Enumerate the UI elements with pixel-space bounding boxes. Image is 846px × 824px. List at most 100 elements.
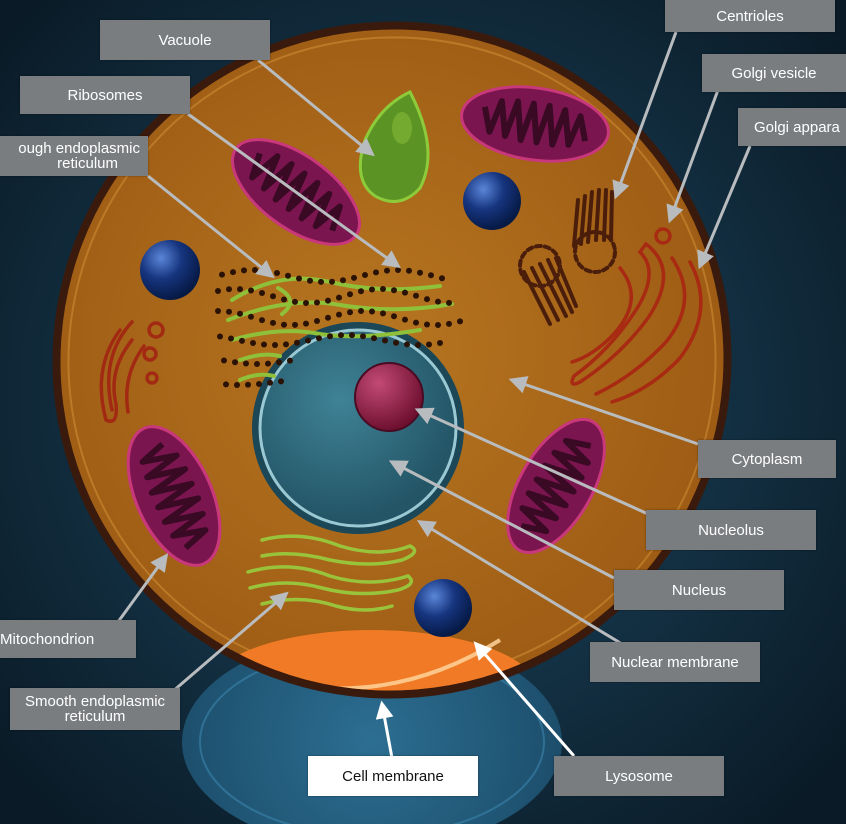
ribosome-dot	[296, 275, 302, 282]
ribosome-dot	[243, 360, 249, 367]
golgi-apparatus	[570, 227, 703, 404]
ribosome-dot	[437, 340, 443, 346]
pointer-ribosomes	[187, 112, 401, 269]
ribosome-dot	[226, 308, 232, 315]
ribosome-dot	[272, 342, 278, 348]
ribosome-dot	[404, 341, 410, 348]
ribosome-dot	[307, 277, 313, 284]
ribosome-dot	[406, 267, 412, 274]
pointer-centrioles	[612, 31, 678, 200]
pointer-rough-er	[147, 174, 275, 279]
label-golgi-apparatus: Golgi appara	[738, 108, 846, 146]
label-smooth-er: Smooth endoplasmic reticulum	[10, 688, 180, 730]
ribosome-dot	[402, 316, 408, 323]
label-golgi-apparatus-text: Golgi appara	[754, 118, 840, 136]
label-nuclear-membrane: Nuclear membrane	[590, 642, 760, 682]
pointer-cell-membrane	[375, 700, 394, 759]
ribosome-dot	[362, 272, 368, 278]
label-mitochondrion: Mitochondrion	[0, 620, 136, 658]
ribosome-dot	[230, 269, 236, 276]
label-cell-membrane: Cell membrane	[308, 756, 478, 796]
ribosome-dot	[428, 272, 434, 279]
ribosome-dot	[267, 379, 273, 386]
label-golgi-vesicle: Golgi vesicle	[702, 54, 846, 92]
ribosome-dot	[215, 288, 221, 294]
ribosome-dot	[351, 274, 357, 281]
ribosome-dot	[380, 310, 386, 317]
ribosome-dot	[234, 382, 240, 388]
label-rough-er: ough endoplasmic reticulum	[0, 136, 148, 176]
ribosome-dot	[292, 321, 298, 328]
ribosome-dot	[413, 319, 419, 326]
ribosome-dot	[435, 298, 441, 305]
lysosome	[414, 579, 472, 637]
ribosome-dot	[336, 311, 342, 318]
ribosome-dot	[276, 359, 282, 366]
ribosome-dot	[259, 317, 265, 324]
nucleolus	[354, 362, 424, 432]
ribosome-dot	[248, 313, 254, 320]
pointer-cytoplasm	[508, 376, 699, 446]
ribosome-dot	[303, 320, 309, 327]
ribosome-dot	[270, 293, 276, 300]
pointer-lines	[116, 31, 752, 694]
label-nuclear-membrane-text: Nuclear membrane	[611, 653, 739, 671]
pointer-nucleolus	[414, 407, 649, 516]
ribosome-dot	[395, 267, 401, 273]
ribosome-dot	[446, 299, 452, 306]
ribosome-dot	[435, 322, 441, 328]
ribosome-dot	[287, 357, 293, 364]
lysosome-vesicle-top	[463, 172, 521, 230]
label-nucleus: Nucleus	[614, 570, 784, 610]
ribosome-dot	[318, 278, 324, 285]
ribosome-dot	[347, 309, 353, 316]
ribosome-dot	[360, 333, 366, 340]
ribosome-dot	[393, 339, 399, 346]
lysosome-vesicle-left	[140, 240, 200, 300]
label-lysosome: Lysosome	[554, 756, 724, 796]
ribosome-dot	[241, 267, 247, 274]
nucleus	[252, 322, 464, 534]
ribosome-dot	[325, 314, 331, 321]
label-ribosomes: Ribosomes	[20, 76, 190, 114]
ribosome-dot	[278, 378, 284, 385]
label-golgi-vesicle-text: Golgi vesicle	[731, 64, 817, 82]
label-vacuole-text: Vacuole	[158, 31, 212, 49]
label-centrioles-text: Centrioles	[716, 7, 784, 25]
ribosome-dot	[228, 335, 234, 342]
label-cell-membrane-text: Cell membrane	[342, 767, 444, 785]
ribosome-dot	[239, 337, 245, 344]
ribosome-dot	[281, 296, 287, 303]
label-smooth-er-line2: reticulum	[64, 708, 126, 725]
pointer-vacuole	[257, 58, 375, 157]
label-vacuole: Vacuole	[100, 20, 270, 60]
ribosome-dot	[424, 296, 430, 303]
ribosome-dot	[338, 332, 344, 339]
label-ribosomes-text: Ribosomes	[67, 86, 143, 104]
centrioles	[518, 188, 617, 326]
pointer-golgi-apparatus	[697, 145, 752, 270]
ribosome-dot	[380, 286, 386, 292]
pointer-mitochondrion	[116, 553, 169, 623]
ribosomes-dots	[215, 267, 463, 388]
golgi-apparatus-left	[99, 320, 165, 423]
label-cytoplasm-text: Cytoplasm	[731, 450, 803, 468]
label-rough-er-line2: reticulum	[57, 155, 118, 172]
ribosome-dot	[261, 341, 267, 348]
ribosome-dot	[245, 381, 251, 388]
ribosome-dot	[314, 299, 320, 306]
ribosome-dot	[226, 286, 232, 293]
ribosome-dot	[391, 287, 397, 294]
ribosome-dot	[369, 308, 375, 315]
label-smooth-er-line1: Smooth endoplasmic	[24, 693, 166, 710]
ribosome-dot	[457, 318, 463, 325]
ribosome-dot	[426, 341, 432, 348]
ribosome-dot	[382, 337, 388, 344]
label-nucleus-text: Nucleus	[671, 581, 727, 599]
ribosome-dot	[358, 288, 364, 295]
ribosome-dot	[265, 360, 271, 367]
label-nucleolus: Nucleolus	[646, 510, 816, 550]
ribosome-dot	[336, 294, 342, 301]
pointer-nuclear-membrane	[416, 520, 623, 646]
